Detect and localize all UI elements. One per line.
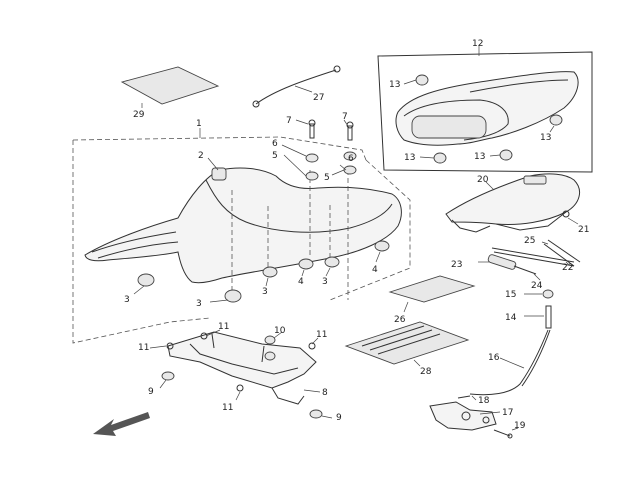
- callout-17: 17: [502, 408, 513, 418]
- callout-29: 29: [133, 110, 145, 120]
- callout-3c: 3: [262, 287, 268, 297]
- parts-9-10-11-bracket-hardware: 11 11 11 11 9 9 10: [138, 322, 342, 423]
- callout-18: 18: [478, 396, 490, 406]
- callout-23: 23: [451, 260, 462, 270]
- callout-13d: 13: [474, 152, 485, 162]
- callout-10: 10: [274, 326, 286, 336]
- callout-21: 21: [578, 225, 589, 235]
- callout-9b: 9: [336, 413, 342, 423]
- callout-6b: 6: [348, 154, 354, 164]
- callout-11a: 11: [138, 343, 149, 353]
- callout-4a: 4: [298, 277, 304, 287]
- callout-15: 15: [505, 290, 516, 300]
- part-2-main-seat: 2: [84, 151, 402, 284]
- callout-11c: 11: [316, 330, 327, 340]
- part-4-bumpers: 4 4: [298, 240, 390, 287]
- parts-5-6-7-hardware: 7 7 6 6 5 5: [272, 112, 357, 183]
- callout-11d: 11: [222, 403, 233, 413]
- callout-5b: 5: [324, 173, 330, 183]
- part-26-pad: 26: [388, 275, 476, 325]
- callout-3b: 3: [196, 299, 202, 309]
- part-29-booklet: 29: [120, 66, 220, 120]
- seat-guide-lines: [231, 170, 349, 300]
- part-27-strap: 27: [252, 65, 341, 108]
- callout-1: 1: [196, 119, 202, 129]
- callout-25: 25: [524, 236, 535, 246]
- callout-14: 14: [505, 313, 517, 323]
- callout-28: 28: [420, 367, 432, 377]
- callout-7a: 7: [286, 116, 292, 126]
- callout-3a: 3: [124, 295, 130, 305]
- front-direction-arrow-icon: [93, 412, 150, 436]
- callout-7b: 7: [342, 112, 348, 122]
- callout-13a: 13: [389, 80, 400, 90]
- callout-2: 2: [198, 151, 204, 161]
- part-3-dampers: 3 3 3 3: [124, 256, 340, 309]
- callout-19: 19: [514, 421, 526, 431]
- callout-13c: 13: [404, 153, 415, 163]
- callout-13b: 13: [540, 133, 551, 143]
- callout-8: 8: [322, 388, 328, 398]
- callout-11b: 11: [218, 322, 229, 332]
- callout-16: 16: [488, 353, 500, 363]
- callout-27: 27: [313, 93, 324, 103]
- callout-26: 26: [394, 315, 406, 325]
- callout-5a: 5: [272, 151, 278, 161]
- callout-3d: 3: [322, 277, 328, 287]
- callout-24: 24: [531, 281, 543, 291]
- callout-6a: 6: [272, 139, 278, 149]
- callout-22: 22: [562, 263, 573, 273]
- assembly-12-rear-cowl: 12 13 13 13 13: [377, 39, 593, 173]
- assembly-1-boundary: 1: [72, 119, 411, 344]
- callout-12: 12: [472, 39, 483, 49]
- parts-22-25-tools: 23 24 25 22: [451, 236, 581, 291]
- part-20-storage-tray: 20 21: [445, 173, 589, 235]
- part-8-bracket: 8: [167, 331, 328, 405]
- part-28-sheet: 28: [344, 321, 470, 377]
- callout-20: 20: [477, 175, 489, 185]
- callout-4b: 4: [372, 265, 378, 275]
- parts-14-19-seat-lock: 15 14 16 18 17 19: [429, 289, 554, 439]
- callout-9a: 9: [148, 387, 154, 397]
